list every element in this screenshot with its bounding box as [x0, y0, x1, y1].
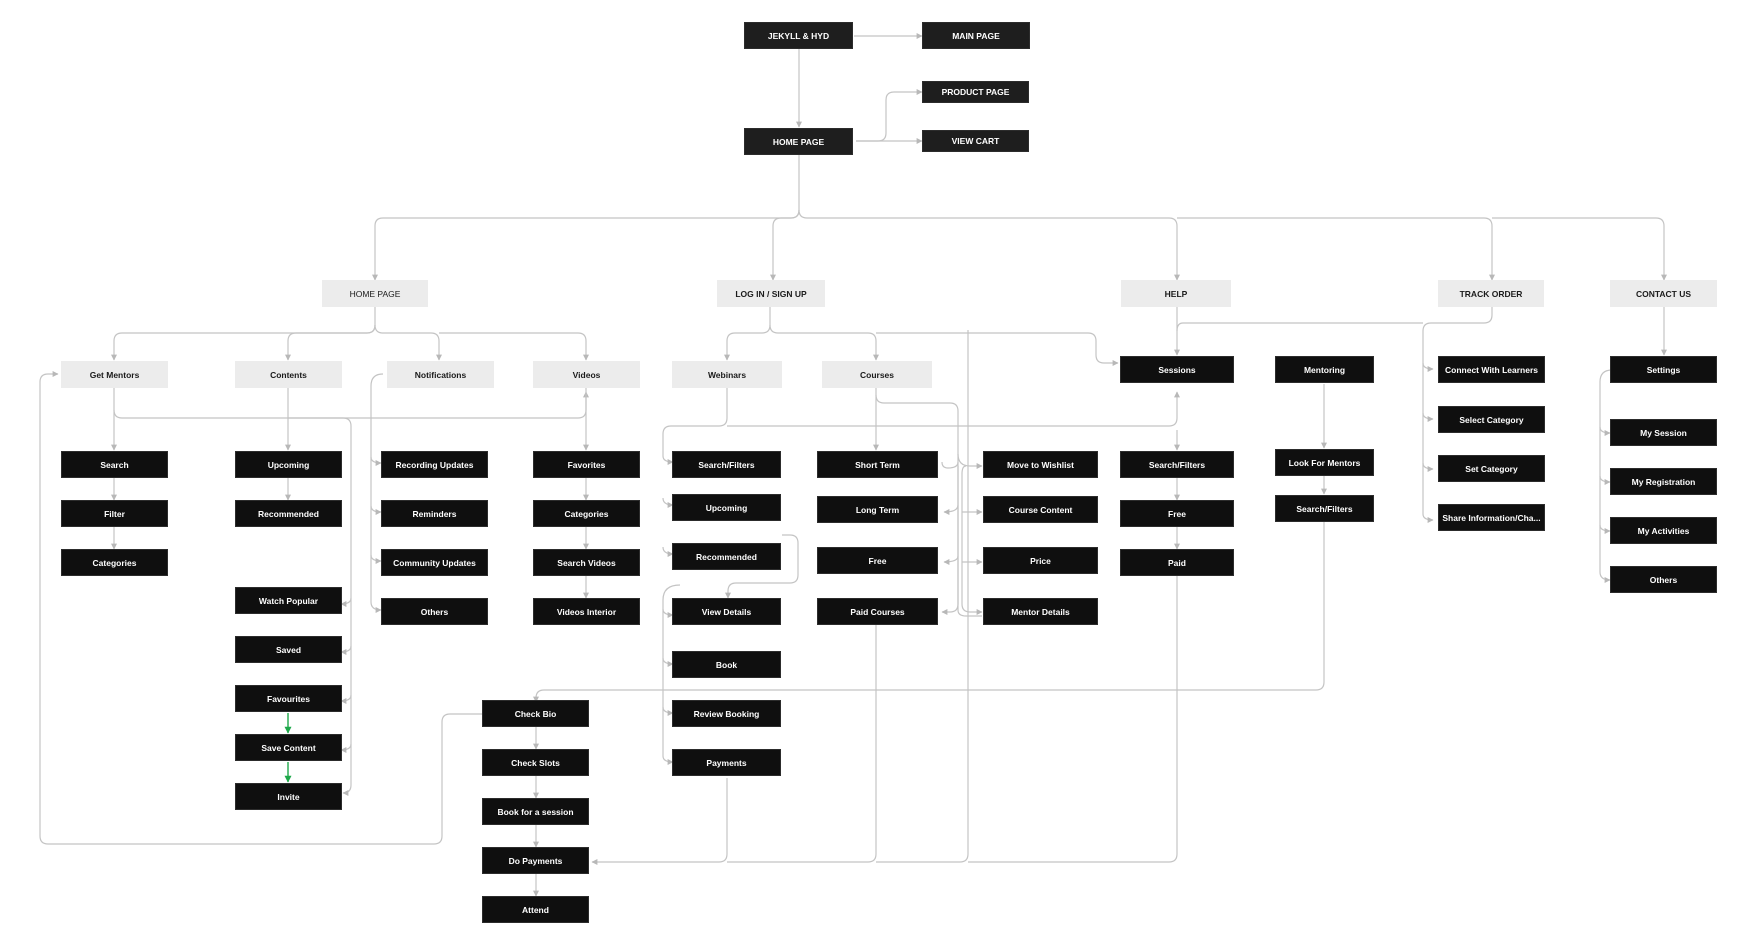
node-payments[interactable]: Payments	[672, 749, 781, 776]
node-course-free[interactable]: Free	[817, 547, 938, 574]
node-product-page[interactable]: PRODUCT PAGE	[922, 81, 1029, 103]
node-view-cart[interactable]: VIEW CART	[922, 130, 1029, 152]
node-search-videos[interactable]: Search Videos	[533, 549, 640, 576]
node-webinar-upcoming[interactable]: Upcoming	[672, 494, 781, 521]
subsection-notifications[interactable]: Notifications	[387, 361, 494, 388]
node-saved[interactable]: Saved	[235, 636, 342, 663]
section-login-signup[interactable]: LOG IN / SIGN UP	[717, 280, 825, 307]
node-contact-others[interactable]: Others	[1610, 566, 1717, 593]
node-recording-updates[interactable]: Recording Updates	[381, 451, 488, 478]
node-attend[interactable]: Attend	[482, 896, 589, 923]
node-settings[interactable]: Settings	[1610, 356, 1717, 383]
node-course-content[interactable]: Course Content	[983, 496, 1098, 523]
node-do-payments[interactable]: Do Payments	[482, 847, 589, 874]
node-watch-popular[interactable]: Watch Popular	[235, 587, 342, 614]
node-move-to-wishlist[interactable]: Move to Wishlist	[983, 451, 1098, 478]
subsection-get-mentors[interactable]: Get Mentors	[61, 361, 168, 388]
node-short-term[interactable]: Short Term	[817, 451, 938, 478]
node-review-booking[interactable]: Review Booking	[672, 700, 781, 727]
node-mentor-categories[interactable]: Categories	[61, 549, 168, 576]
node-check-slots[interactable]: Check Slots	[482, 749, 589, 776]
node-price[interactable]: Price	[983, 547, 1098, 574]
node-home-page[interactable]: HOME PAGE	[744, 128, 853, 155]
node-reminders[interactable]: Reminders	[381, 500, 488, 527]
subsection-contents[interactable]: Contents	[235, 361, 342, 388]
node-favourites[interactable]: Favourites	[235, 685, 342, 712]
node-jekyll-hyd[interactable]: JEKYLL & HYD	[744, 22, 853, 49]
node-session-search[interactable]: Search/Filters	[1120, 451, 1234, 478]
subsection-videos[interactable]: Videos	[533, 361, 640, 388]
node-set-category[interactable]: Set Category	[1438, 455, 1545, 482]
node-my-registration[interactable]: My Registration	[1610, 468, 1717, 495]
node-community-updates[interactable]: Community Updates	[381, 549, 488, 576]
node-book[interactable]: Book	[672, 651, 781, 678]
node-long-term[interactable]: Long Term	[817, 496, 938, 523]
section-contact-us[interactable]: CONTACT US	[1610, 280, 1717, 307]
node-notif-others[interactable]: Others	[381, 598, 488, 625]
node-upcoming-contents[interactable]: Upcoming	[235, 451, 342, 478]
node-search[interactable]: Search	[61, 451, 168, 478]
node-mentoring[interactable]: Mentoring	[1275, 356, 1374, 383]
node-main-page[interactable]: MAIN PAGE	[922, 22, 1030, 49]
node-session-paid[interactable]: Paid	[1120, 549, 1234, 576]
node-select-category[interactable]: Select Category	[1438, 406, 1545, 433]
node-mentoring-search[interactable]: Search/Filters	[1275, 495, 1374, 522]
subsection-webinars[interactable]: Webinars	[672, 361, 782, 388]
node-favorites[interactable]: Favorites	[533, 451, 640, 478]
node-filter[interactable]: Filter	[61, 500, 168, 527]
node-session-free[interactable]: Free	[1120, 500, 1234, 527]
node-webinar-recommended[interactable]: Recommended	[672, 543, 781, 570]
subsection-courses[interactable]: Courses	[822, 361, 932, 388]
node-webinar-search[interactable]: Search/Filters	[672, 451, 781, 478]
node-my-activities[interactable]: My Activities	[1610, 517, 1717, 544]
node-sessions[interactable]: Sessions	[1120, 356, 1234, 383]
node-recommended-contents[interactable]: Recommended	[235, 500, 342, 527]
node-connect-learners[interactable]: Connect With Learners	[1438, 356, 1545, 383]
section-track-order[interactable]: TRACK ORDER	[1438, 280, 1544, 307]
node-save-content[interactable]: Save Content	[235, 734, 342, 761]
section-help[interactable]: HELP	[1121, 280, 1231, 307]
node-view-details[interactable]: View Details	[672, 598, 781, 625]
node-paid-courses[interactable]: Paid Courses	[817, 598, 938, 625]
node-invite[interactable]: Invite	[235, 783, 342, 810]
node-share-information[interactable]: Share Information/Cha...	[1438, 504, 1545, 531]
node-video-categories[interactable]: Categories	[533, 500, 640, 527]
node-my-session[interactable]: My Session	[1610, 419, 1717, 446]
node-book-for-session[interactable]: Book for a session	[482, 798, 589, 825]
node-mentor-details[interactable]: Mentor Details	[983, 598, 1098, 625]
node-look-for-mentors[interactable]: Look For Mentors	[1275, 449, 1374, 476]
node-videos-interior[interactable]: Videos Interior	[533, 598, 640, 625]
section-home-page[interactable]: HOME PAGE	[322, 280, 428, 307]
node-check-bio[interactable]: Check Bio	[482, 700, 589, 727]
